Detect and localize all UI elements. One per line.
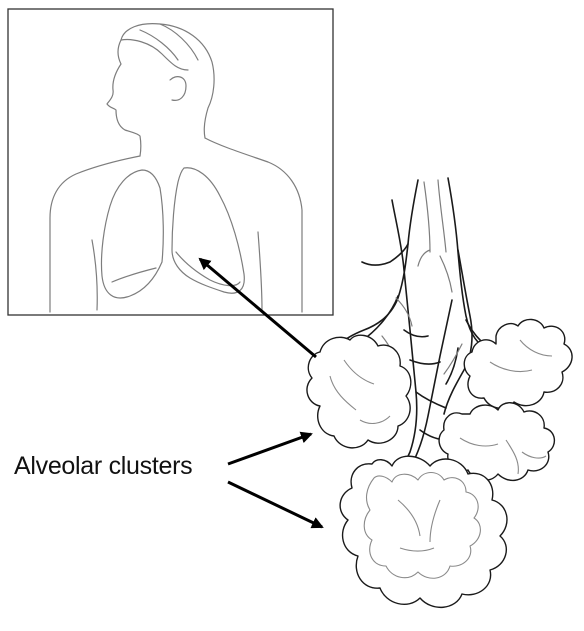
trachea-left	[340, 180, 418, 344]
alveoli-lobe-upper-left	[307, 335, 411, 448]
branch-1	[404, 330, 440, 364]
alveolar-cluster-lower	[340, 456, 507, 607]
inset-frame	[8, 9, 333, 315]
alveolar-clusters-label: Alveolar clusters	[14, 452, 192, 481]
alveolar-cluster-upper-right	[464, 319, 572, 408]
arrow-to-lower-cluster	[228, 482, 322, 527]
alveoli-lobe-upper-right	[464, 319, 572, 408]
trachea-inner	[418, 180, 446, 266]
arrow-to-upper-cluster	[228, 434, 311, 464]
alveolar-cluster-upper-left	[307, 335, 411, 448]
bronchus-left-1	[360, 244, 408, 342]
bronchus-main-left	[384, 200, 417, 484]
torso-inset	[8, 9, 333, 315]
